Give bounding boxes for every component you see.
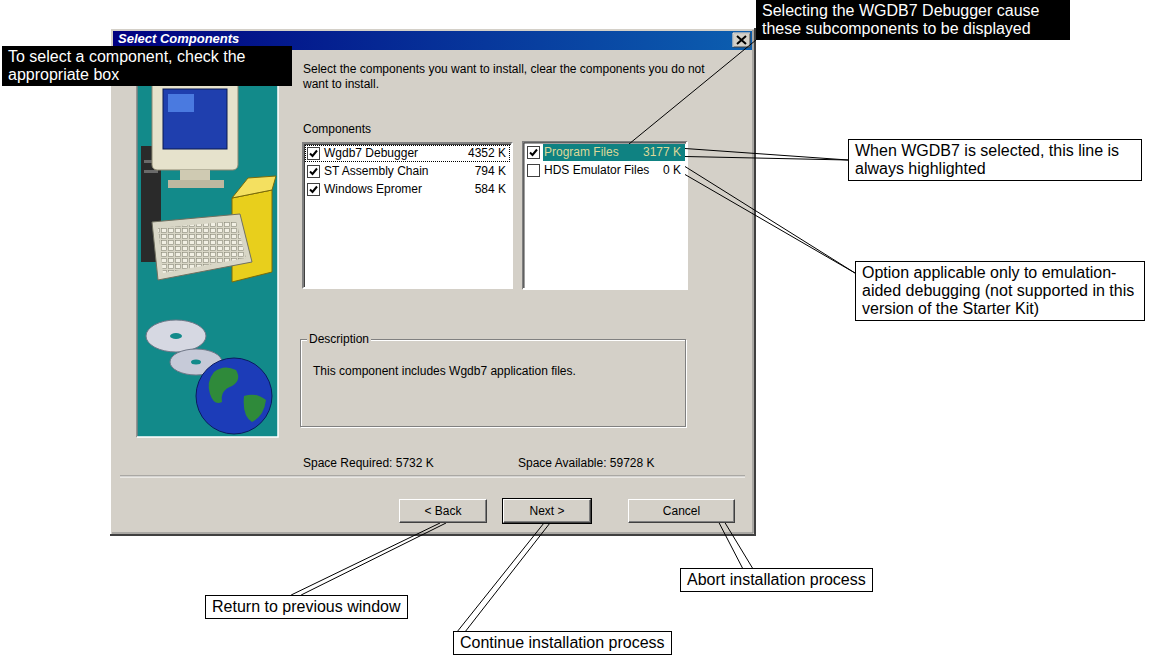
text-slot: This component includes Wgdb7 applicatio… (313, 364, 673, 379)
item-size: 3177 K (643, 145, 681, 160)
dialog-window: Select ComponentsSelect the components y… (110, 28, 755, 535)
leader-line (685, 149, 848, 161)
text-slot: Select the components you want to instal… (303, 62, 713, 92)
label-text: Select the components you want to instal… (303, 62, 713, 92)
leader-line (719, 523, 752, 568)
checkbox (307, 183, 320, 196)
label-text: Return to previous window (212, 598, 401, 615)
label-text: To select a component, check the appropr… (8, 48, 245, 83)
list-item: HDS Emulator Files 0 K (525, 162, 685, 179)
list-item: Program Files 3177 K (525, 144, 685, 161)
item-size: 794 K (475, 164, 506, 179)
checkbox (527, 146, 540, 159)
checkbox (527, 164, 540, 177)
callout-box: Return to previous window (205, 595, 408, 619)
group-box: DescriptionThis component includes Wgdb7… (300, 339, 686, 427)
callout-box: Continue installation process (453, 631, 672, 655)
item-name: Windows Epromer (324, 182, 422, 197)
label-text: Continue installation process (460, 634, 665, 651)
label-text: Description (307, 332, 371, 346)
list-item: Windows Epromer 584 K (305, 181, 510, 198)
callout-box: Option applicable only to emulation-aide… (855, 261, 1145, 321)
leader-line (685, 167, 855, 274)
label-text: This component includes Wgdb7 applicatio… (313, 364, 673, 379)
list-item: ST Assembly Chain 794 K (305, 163, 510, 180)
item-name: HDS Emulator Files (544, 163, 649, 178)
callout-box: When WGDB7 is selected, this line is alw… (848, 139, 1142, 181)
item-size: 0 K (663, 163, 681, 178)
callout-box: Selecting the WGDB7 Debugger cause these… (756, 0, 1070, 40)
label-text: < Back (424, 504, 461, 518)
list-item: Wgdb7 Debugger 4352 K (305, 145, 510, 162)
list-box: ComponentsWgdb7 Debugger4352 KST Assembl… (302, 142, 513, 289)
label-text: When WGDB7 is selected, this line is alw… (855, 142, 1119, 177)
checkbox (307, 165, 320, 178)
text-slot: Description (307, 332, 371, 346)
leader-line (291, 523, 446, 595)
text-slot: Select Components (118, 31, 239, 47)
checkbox (307, 147, 320, 160)
label-text: Space Required: 5732 K (303, 456, 434, 471)
push-button: Cancel (628, 499, 735, 523)
push-button: Next > (503, 499, 591, 523)
item-size: 4352 K (468, 146, 506, 161)
label-text: Cancel (663, 504, 700, 518)
text-slot: Space Available: 59728 K (518, 456, 655, 471)
text-slot: Space Required: 5732 K (303, 456, 434, 471)
label-text: Select Components (118, 31, 239, 47)
computer-illustration (141, 78, 276, 434)
item-name: Program Files (544, 145, 619, 160)
label-text: Selecting the WGDB7 Debugger cause these… (762, 2, 1039, 37)
text-slot: Components (303, 122, 371, 137)
leader-line (458, 523, 550, 631)
push-button: < Back (399, 499, 487, 523)
callout-box: To select a component, check the appropr… (2, 46, 292, 86)
callout-box: Abort installation process (680, 568, 873, 592)
label-text: Next > (529, 504, 564, 518)
item-name: Wgdb7 Debugger (324, 146, 418, 161)
label-text: Option applicable only to emulation-aide… (862, 264, 1134, 317)
label-text: Abort installation process (687, 571, 866, 588)
item-size: 584 K (475, 182, 506, 197)
label-text: Space Available: 59728 K (518, 456, 655, 471)
leader-line (629, 40, 756, 144)
label-text: Components (303, 122, 371, 137)
item-name: ST Assembly Chain (324, 164, 429, 179)
